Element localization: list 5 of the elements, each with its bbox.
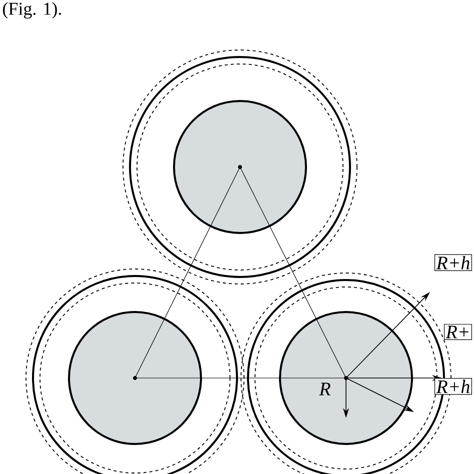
- dimension-label: R+h: [434, 254, 472, 271]
- dimension-label: R: [319, 382, 330, 396]
- dimension-label: R+: [444, 324, 472, 340]
- dimension-label: R+h: [434, 378, 472, 395]
- caption-text: (Fig. 1).: [2, 2, 61, 19]
